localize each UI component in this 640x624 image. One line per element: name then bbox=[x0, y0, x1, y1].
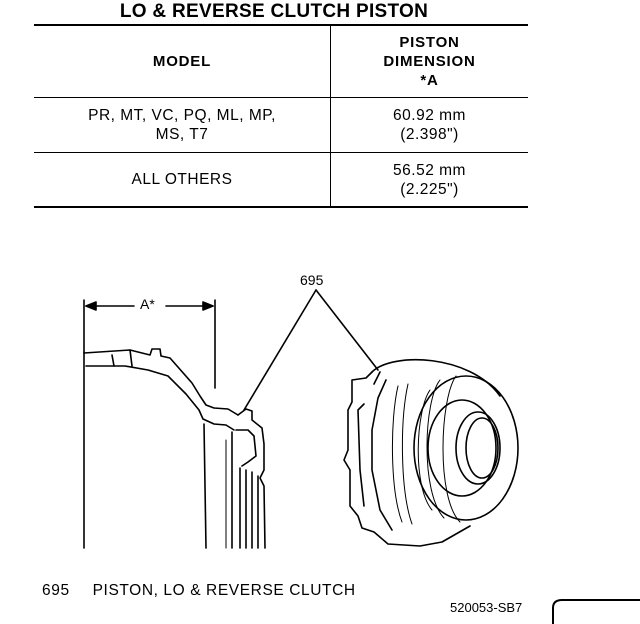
caption-text: PISTON, LO & REVERSE CLUTCH bbox=[92, 582, 356, 599]
spec-table: MODEL PISTON DIMENSION *A PR, MT, VC, PQ… bbox=[34, 24, 528, 208]
model-line: PR, MT, VC, PQ, ML, MP, bbox=[88, 107, 276, 124]
dimension-header-line: PISTON bbox=[399, 34, 460, 51]
callout-number: 695 bbox=[300, 272, 324, 288]
corner-frame bbox=[552, 599, 640, 624]
caption-number: 695 bbox=[42, 582, 70, 599]
page-title: LO & REVERSE CLUTCH PISTON bbox=[119, 1, 429, 22]
dimension-cell: 60.92 mm (2.398") bbox=[331, 98, 528, 152]
callout-leaders bbox=[243, 289, 379, 411]
table-row: ALL OTHERS 56.52 mm (2.225") bbox=[34, 153, 528, 208]
dimension-a-arrow bbox=[83, 299, 216, 389]
dimension-cell: 56.52 mm (2.225") bbox=[331, 153, 528, 206]
model-line: MS, T7 bbox=[155, 126, 209, 143]
figure-caption: 695 PISTON, LO & REVERSE CLUTCH bbox=[42, 582, 356, 600]
table-row: PR, MT, VC, PQ, ML, MP, MS, T7 60.92 mm … bbox=[34, 98, 528, 153]
model-cell: PR, MT, VC, PQ, ML, MP, MS, T7 bbox=[34, 98, 331, 152]
dimension-column-header: PISTON DIMENSION *A bbox=[331, 26, 528, 97]
dimension-label: A* bbox=[138, 296, 157, 312]
dimension-header-line: DIMENSION bbox=[383, 53, 476, 70]
dimension-inch: (2.398") bbox=[400, 126, 459, 143]
piston-3d-view bbox=[343, 358, 519, 547]
dimension-inch: (2.225") bbox=[400, 180, 459, 198]
model-column-header: MODEL bbox=[34, 26, 331, 97]
dimension-mm: 60.92 mm bbox=[393, 107, 466, 124]
figure-id: 520053-SB7 bbox=[450, 600, 523, 615]
dimension-mm: 56.52 mm bbox=[393, 161, 466, 179]
table-header-row: MODEL PISTON DIMENSION *A bbox=[34, 24, 528, 98]
piston-cross-section bbox=[83, 348, 266, 549]
dimension-header-line: *A bbox=[420, 72, 439, 89]
model-cell: ALL OTHERS bbox=[34, 153, 331, 206]
model-line: ALL OTHERS bbox=[131, 171, 233, 188]
